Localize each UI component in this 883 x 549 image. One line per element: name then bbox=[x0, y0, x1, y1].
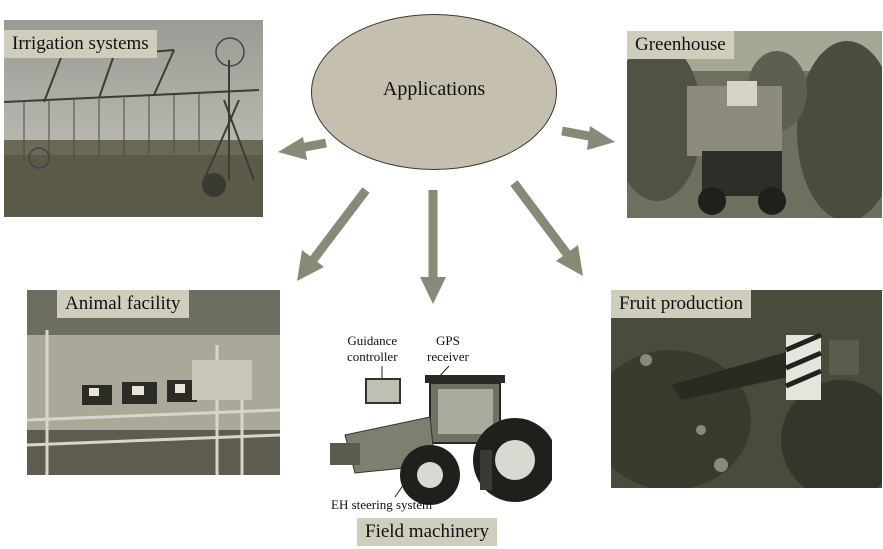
gps-line-1: GPS bbox=[436, 333, 460, 348]
fruit-production-label: Fruit production bbox=[611, 290, 752, 318]
arrow-to-animal bbox=[309, 187, 370, 263]
gps-receiver-label: GPS receiver bbox=[427, 333, 469, 365]
eh-steering-label: EH steering system bbox=[331, 497, 433, 512]
greenhouse-photo bbox=[627, 31, 882, 218]
field-machinery-label: Field machinery bbox=[357, 518, 497, 546]
tractor-photo bbox=[330, 365, 552, 510]
guidance-line-1: Guidance bbox=[347, 333, 398, 348]
gps-leader bbox=[437, 365, 450, 379]
arrow-to-greenhouse bbox=[561, 126, 595, 142]
arrow-head-fruit bbox=[556, 245, 583, 276]
guidance-display bbox=[365, 378, 401, 404]
arrow-head-field bbox=[420, 277, 446, 304]
animal-facility-label: Animal facility bbox=[57, 290, 189, 318]
fruit-production-photo bbox=[611, 290, 882, 488]
gps-line-2: receiver bbox=[427, 349, 469, 364]
irrigation-label: Irrigation systems bbox=[4, 30, 157, 58]
applications-label: Applications bbox=[382, 78, 486, 100]
applications-oval bbox=[311, 14, 557, 170]
guidance-line-2: controller bbox=[347, 349, 398, 364]
guidance-controller-label: Guidance controller bbox=[347, 333, 398, 365]
arrow-head-irrigation bbox=[278, 137, 307, 160]
arrow-head-animal bbox=[297, 250, 324, 281]
greenhouse-label: Greenhouse bbox=[627, 31, 734, 59]
arrow-to-fruit bbox=[510, 180, 571, 257]
arrow-head-greenhouse bbox=[587, 126, 615, 150]
animal-facility-photo bbox=[27, 290, 280, 475]
eh-leader bbox=[394, 477, 409, 498]
